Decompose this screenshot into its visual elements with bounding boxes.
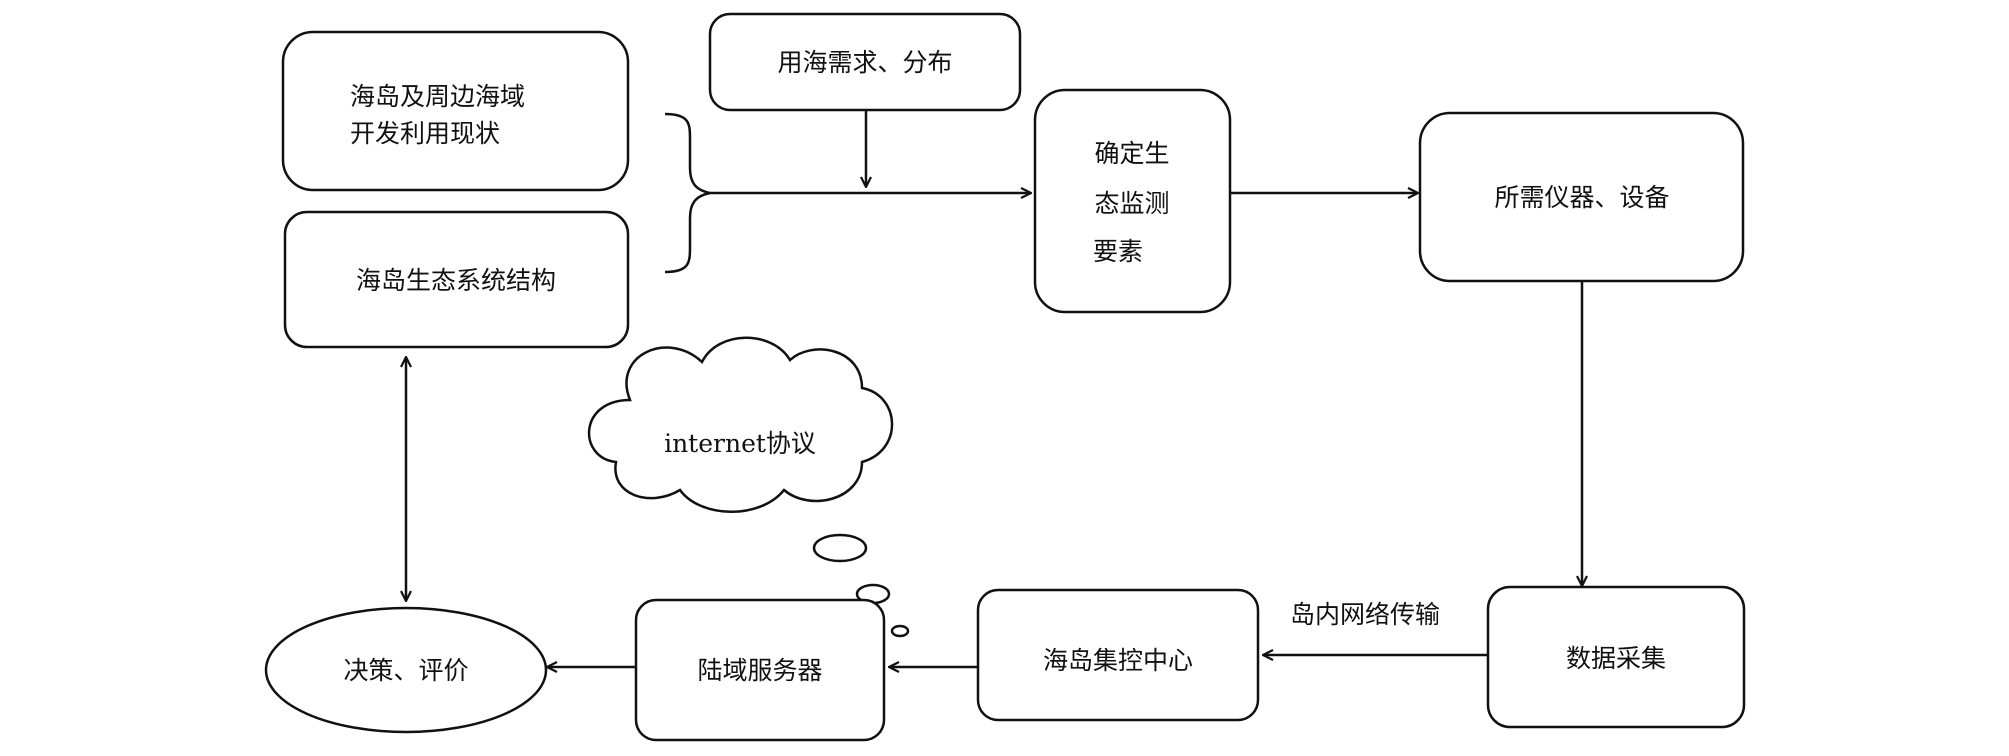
node-monitoring-elements-line-2: 态监测 xyxy=(1094,189,1169,218)
node-instruments-label: 所需仪器、设备 xyxy=(1494,183,1669,212)
node-instruments: 所需仪器、设备 xyxy=(1418,111,1745,283)
node-land-server: 陆域服务器 xyxy=(634,598,886,742)
node-island-usage-line-1: 海岛及周边海域 xyxy=(350,82,525,111)
edge-label-island-network: 岛内网络传输 xyxy=(1290,600,1440,629)
brace-connector xyxy=(664,112,711,274)
node-internet-protocol-label: internet协议 xyxy=(664,429,816,458)
node-data-collection: 数据采集 xyxy=(1486,585,1746,729)
node-control-center-label: 海岛集控中心 xyxy=(1043,646,1193,675)
node-ecosystem-structure-label: 海岛生态系统结构 xyxy=(356,266,556,295)
node-monitoring-elements: 确定生 态监测 要素 xyxy=(1033,88,1232,314)
thought-bubble-small xyxy=(890,624,910,638)
node-control-center: 海岛集控中心 xyxy=(976,588,1260,722)
node-monitoring-elements-line-3: 要素 xyxy=(1093,237,1143,266)
node-decision-label: 决策、评价 xyxy=(343,656,468,685)
node-sea-demand: 用海需求、分布 xyxy=(708,12,1022,112)
node-data-collection-label: 数据采集 xyxy=(1566,644,1666,673)
node-island-usage-line-2: 开发利用现状 xyxy=(350,119,500,148)
node-island-usage: 海岛及周边海域 开发利用现状 xyxy=(281,30,630,192)
node-internet-protocol: internet协议 xyxy=(587,336,910,638)
thought-bubble-large xyxy=(812,533,868,563)
node-decision: 决策、评价 xyxy=(264,606,548,734)
node-monitoring-elements-line-1: 确定生 xyxy=(1094,139,1169,168)
node-land-server-label: 陆域服务器 xyxy=(697,656,822,685)
node-sea-demand-label: 用海需求、分布 xyxy=(777,48,952,77)
node-ecosystem-structure: 海岛生态系统结构 xyxy=(283,210,630,349)
